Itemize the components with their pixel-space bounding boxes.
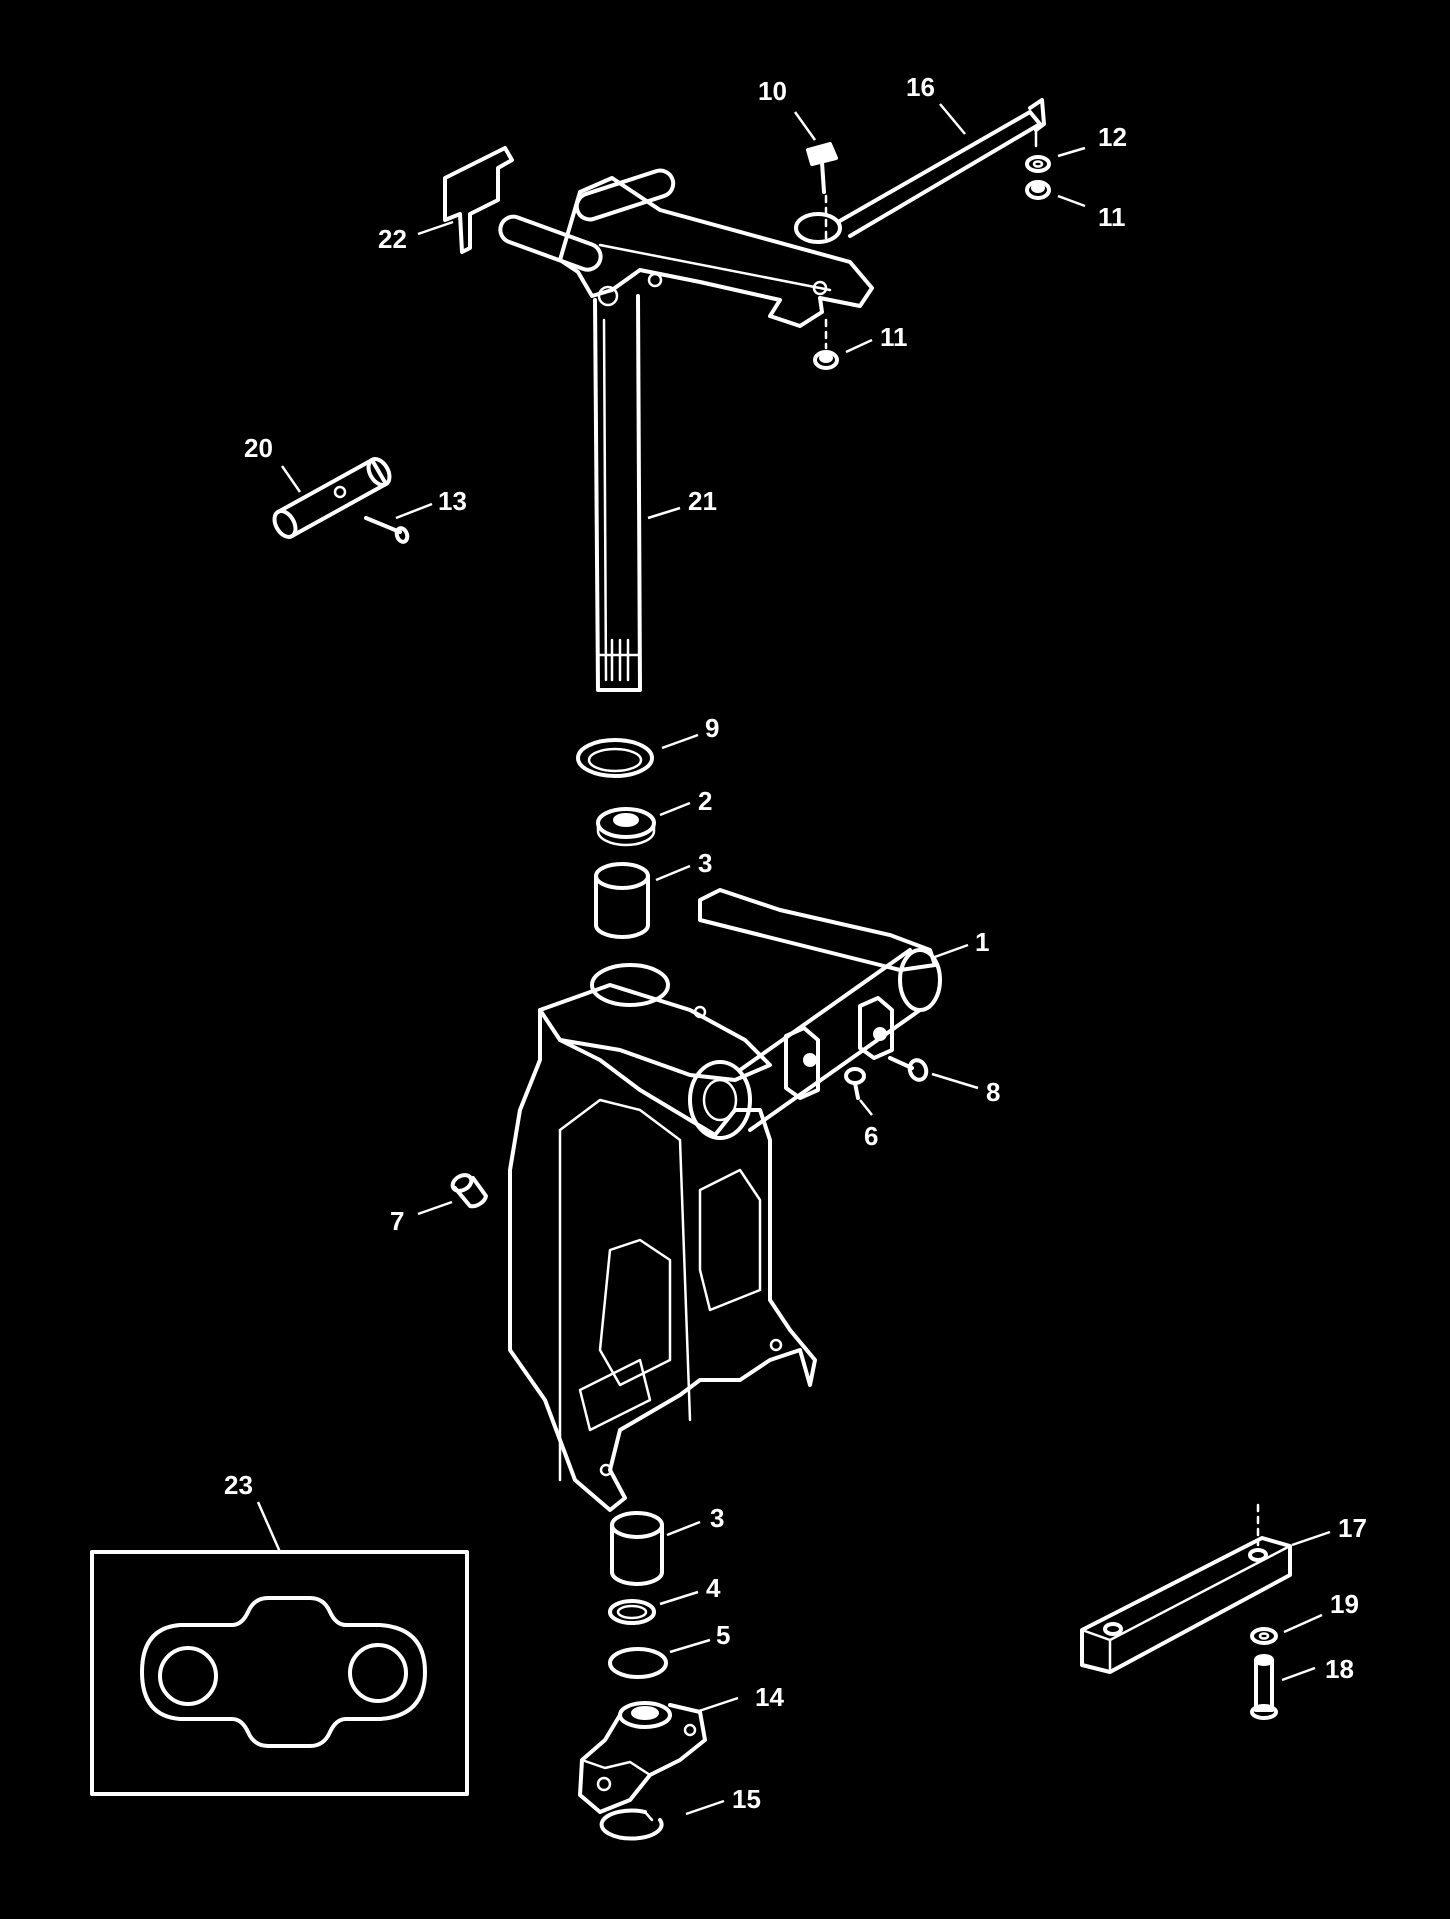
callout-7: 7 — [390, 1206, 404, 1236]
part-20-pin — [272, 457, 392, 539]
callout-13: 13 — [438, 486, 467, 516]
callout-23: 23 — [224, 1470, 253, 1500]
callout-17: 17 — [1338, 1513, 1367, 1543]
callout-4: 4 — [706, 1573, 721, 1603]
part-18-bolt — [1250, 1654, 1278, 1720]
part-1-swivel-bracket — [508, 888, 942, 1512]
callout-20: 20 — [244, 433, 273, 463]
callout-22: 22 — [378, 224, 407, 254]
callout-3a: 3 — [698, 848, 712, 878]
part-21-steering-shaft — [498, 168, 874, 692]
callout-16: 16 — [906, 72, 935, 102]
part-3-bushing-lower — [610, 1511, 664, 1586]
callout-9: 9 — [705, 713, 719, 743]
callout-14: 14 — [755, 1682, 784, 1712]
part-8-screw — [888, 1056, 929, 1082]
callout-3b: 3 — [710, 1503, 724, 1533]
part-14-steering-arm — [578, 1701, 707, 1814]
callout-2: 2 — [698, 786, 712, 816]
part-23-gasket — [90, 1550, 469, 1796]
callout-18: 18 — [1325, 1654, 1354, 1684]
part-22-bracket — [443, 146, 514, 254]
callout-21: 21 — [688, 486, 717, 516]
part-17-bar — [1080, 1503, 1292, 1674]
callout-19: 19 — [1330, 1589, 1359, 1619]
part-13-screw — [364, 516, 410, 544]
callout-1: 1 — [975, 927, 989, 957]
part-16-tie-rod — [794, 98, 1046, 244]
part-7-fitting — [450, 1173, 488, 1209]
part-3-bushing-upper — [594, 862, 650, 939]
part-6-screw — [844, 1067, 866, 1100]
callout-5: 5 — [716, 1620, 730, 1650]
part-15-retaining-ring — [599, 1808, 664, 1841]
part-10-bolt — [806, 142, 838, 242]
callout-8: 8 — [986, 1077, 1000, 1107]
callout-11b: 11 — [880, 322, 908, 352]
part-19-washer — [1250, 1627, 1278, 1645]
part-4-washer — [608, 1599, 656, 1625]
part-11-nut-lower — [813, 318, 839, 370]
callout-15: 15 — [732, 1784, 761, 1814]
part-9-ring — [576, 738, 654, 778]
part-5-o-ring — [608, 1647, 668, 1679]
part-11-nut-upper — [1025, 180, 1051, 200]
callout-12: 12 — [1098, 122, 1127, 152]
part-12-washer — [1025, 155, 1051, 173]
part-2-seal — [596, 807, 656, 847]
callout-11a: 11 — [1098, 202, 1126, 232]
callout-6: 6 — [864, 1121, 878, 1151]
gasket-frame — [90, 1550, 469, 1796]
callout-10: 10 — [758, 76, 787, 106]
